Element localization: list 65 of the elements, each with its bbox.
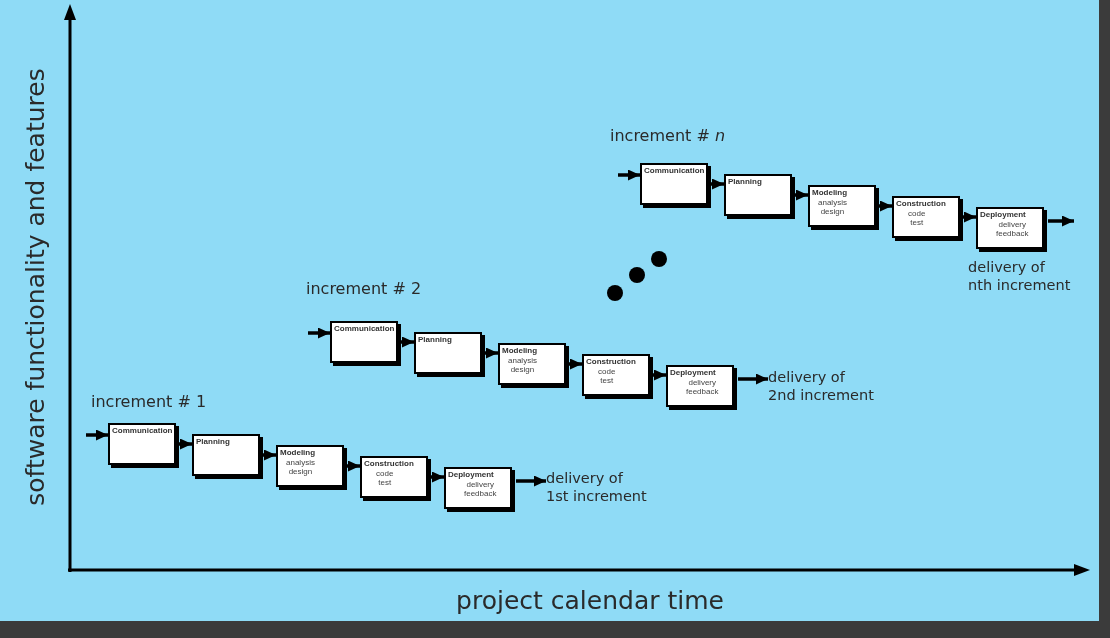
process-box [414, 332, 485, 377]
arrow [738, 373, 768, 385]
step-title: Construction [896, 199, 946, 208]
arrow [516, 475, 546, 487]
arrow [711, 178, 724, 190]
step-title: Deployment [448, 470, 494, 479]
arrow [653, 369, 666, 381]
delivery-label: delivery of 2nd increment [768, 368, 880, 405]
step-details: code test [376, 469, 394, 487]
process-box [976, 207, 1047, 252]
delivery-label: delivery of 1st increment [546, 469, 652, 506]
process-box [724, 174, 795, 219]
process-box [666, 365, 737, 410]
arrow [347, 460, 360, 472]
arrow [263, 449, 276, 461]
step-title: Construction [586, 357, 636, 366]
process-box [582, 354, 653, 399]
step-details: analysis design [508, 356, 537, 374]
step-title: Deployment [670, 368, 716, 377]
arrow [569, 358, 582, 370]
arrow [401, 336, 414, 348]
step-title: Modeling [812, 188, 848, 197]
process-box [808, 185, 879, 230]
step-details: delivery feedback [464, 480, 497, 498]
process-box [892, 196, 963, 241]
step-details: delivery feedback [996, 220, 1029, 238]
step-title: Communication [644, 166, 705, 175]
increment-label: increment # 1 [91, 392, 207, 412]
step-title: Planning [418, 335, 452, 344]
step-title: Planning [728, 177, 762, 186]
delivery-label: delivery of nth increment [968, 258, 1072, 295]
step-details: code test [908, 209, 926, 227]
arrow [308, 327, 330, 339]
step-title: Communication [334, 324, 395, 333]
step-details: analysis design [818, 198, 847, 216]
process-box [444, 467, 515, 512]
step-title: Planning [196, 437, 230, 446]
step-details: code test [598, 367, 616, 385]
step-title: Modeling [280, 448, 316, 457]
step-details: analysis design [286, 458, 315, 476]
arrow [795, 189, 808, 201]
step-title: Modeling [502, 346, 538, 355]
increment-label: increment # n [610, 126, 725, 146]
arrow [485, 347, 498, 359]
process-box [192, 434, 263, 479]
process-box [360, 456, 431, 501]
arrow [618, 169, 640, 181]
process-box [108, 423, 179, 468]
step-title: Construction [364, 459, 414, 468]
step-details: delivery feedback [686, 378, 719, 396]
process-box [498, 343, 569, 388]
axis-title: software functionality and features [20, 68, 52, 506]
arrow [879, 200, 892, 212]
process-box [276, 445, 347, 490]
arrow [86, 429, 108, 441]
arrow [1048, 215, 1074, 227]
arrow [963, 211, 976, 223]
process-box [330, 321, 401, 366]
process-box [640, 163, 711, 208]
step-title: Communication [112, 426, 173, 435]
increment-label: increment # 2 [306, 279, 422, 299]
arrow [179, 438, 192, 450]
axis-title: project calendar time [456, 585, 724, 617]
step-title: Deployment [980, 210, 1026, 219]
arrow [431, 471, 444, 483]
